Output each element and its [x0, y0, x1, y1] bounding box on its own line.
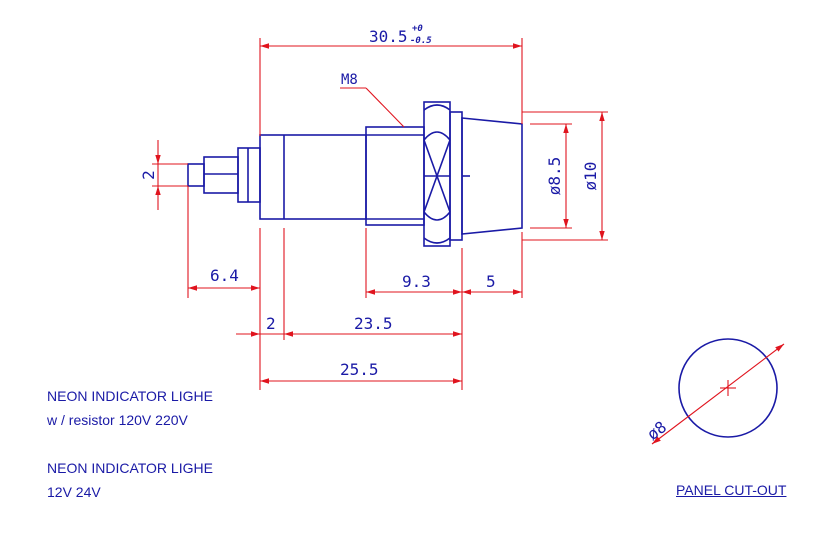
dim-inner-diameter: ø8.5 — [545, 157, 564, 196]
threaded-section — [365, 126, 425, 226]
dim-overall-length: 30.5 — [369, 27, 408, 46]
lens-bezel — [461, 117, 523, 235]
dim-terminal-width: 2 — [139, 170, 158, 180]
product-1-name: NEON INDICATOR LIGHE — [47, 388, 213, 404]
hex-nut — [423, 101, 451, 247]
terminal-base — [203, 156, 239, 194]
dim-body-length: 23.5 — [354, 314, 393, 333]
dim-thread: M8 — [341, 72, 358, 88]
dim-flange-gap: 2 — [266, 314, 276, 333]
thread-leader — [365, 87, 405, 128]
dim-tolerance-lower: -0.5 — [410, 36, 432, 46]
main-body — [259, 134, 367, 220]
dim-cutout-diameter: ø8 — [643, 417, 670, 444]
product-2-name: NEON INDICATOR LIGHE — [47, 460, 213, 476]
cutout-diameter-line — [651, 343, 785, 445]
panel-cutout: ø8 — [643, 338, 785, 445]
dim-total-body: 25.5 — [340, 360, 379, 379]
indicator-body-outline — [187, 101, 523, 247]
panel-cutout-label: PANEL CUT-OUT — [676, 482, 787, 498]
flange — [449, 111, 463, 241]
terminal-clip — [237, 147, 261, 203]
dim-nut-section: 9.3 — [402, 272, 431, 291]
product-2-spec: 12V 24V — [47, 484, 101, 500]
terminal-pin — [187, 163, 205, 187]
dim-bezel-depth: 5 — [486, 272, 496, 291]
dim-outer-diameter: ø10 — [581, 162, 600, 191]
extension-lines — [152, 38, 608, 390]
product-1-spec: w / resistor 120V 220V — [47, 412, 188, 428]
dim-tolerance-upper: +0 — [412, 24, 423, 34]
dim-terminal-length: 6.4 — [210, 266, 239, 285]
